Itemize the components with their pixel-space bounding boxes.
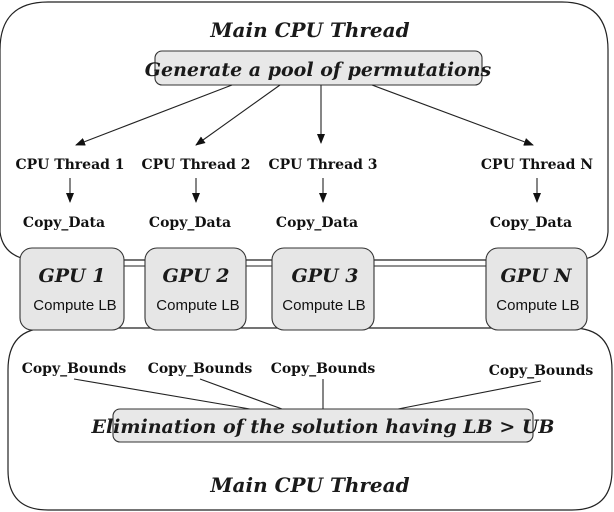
gpu-2-title: GPU 2: [163, 265, 230, 287]
gpu-n-box: GPU N Compute LB: [485, 247, 588, 331]
top-region-title: Main CPU Thread: [209, 18, 409, 42]
gpu-2-subtitle: Compute LB: [156, 297, 239, 314]
copy-data-n-label: Copy_Data: [490, 215, 572, 231]
copy-data-2-label: Copy_Data: [149, 215, 231, 231]
gpu-3-box: GPU 3 Compute LB: [271, 247, 375, 331]
copy-data-3-label: Copy_Data: [276, 215, 358, 231]
arrow-generate-thread-2: [195, 84, 281, 146]
arrow-generate-thread-n: [371, 84, 534, 146]
copy-bounds-3-label: Copy_Bounds: [271, 361, 376, 377]
gpu-3-subtitle: Compute LB: [282, 297, 365, 314]
gpu-n-title: GPU N: [500, 265, 572, 287]
link-bounds-1: [73, 378, 251, 410]
elimination-box: [112, 408, 534, 443]
gpu-n-subtitle: Compute LB: [496, 297, 579, 314]
gpu-1-title: GPU 1: [39, 265, 106, 287]
generate-label: Generate a pool of permutations: [145, 59, 492, 81]
link-bounds-n: [397, 380, 542, 410]
gpu-2-box: GPU 2 Compute LB: [144, 247, 247, 331]
cpu-thread-3-label: CPU Thread 3: [268, 157, 377, 173]
copy-bounds-2-label: Copy_Bounds: [148, 361, 253, 377]
gpu-1-subtitle: Compute LB: [33, 297, 116, 314]
bottom-region-title: Main CPU Thread: [209, 473, 409, 497]
cpu-thread-n-label: CPU Thread N: [481, 157, 593, 173]
link-bounds-2: [199, 378, 283, 410]
copy-bounds-n-label: Copy_Bounds: [489, 363, 594, 379]
copy-bounds-1-label: Copy_Bounds: [22, 361, 127, 377]
cpu-thread-1-label: CPU Thread 1: [15, 157, 124, 173]
generate-box: [154, 50, 483, 86]
gpu-1-box: GPU 1 Compute LB: [19, 247, 125, 331]
arrow-generate-thread-1: [75, 84, 233, 146]
elimination-label: Elimination of the solution having LB > …: [90, 416, 554, 438]
cpu-thread-2-label: CPU Thread 2: [141, 157, 250, 173]
copy-data-1-label: Copy_Data: [23, 215, 105, 231]
gpu-3-title: GPU 3: [292, 265, 359, 287]
